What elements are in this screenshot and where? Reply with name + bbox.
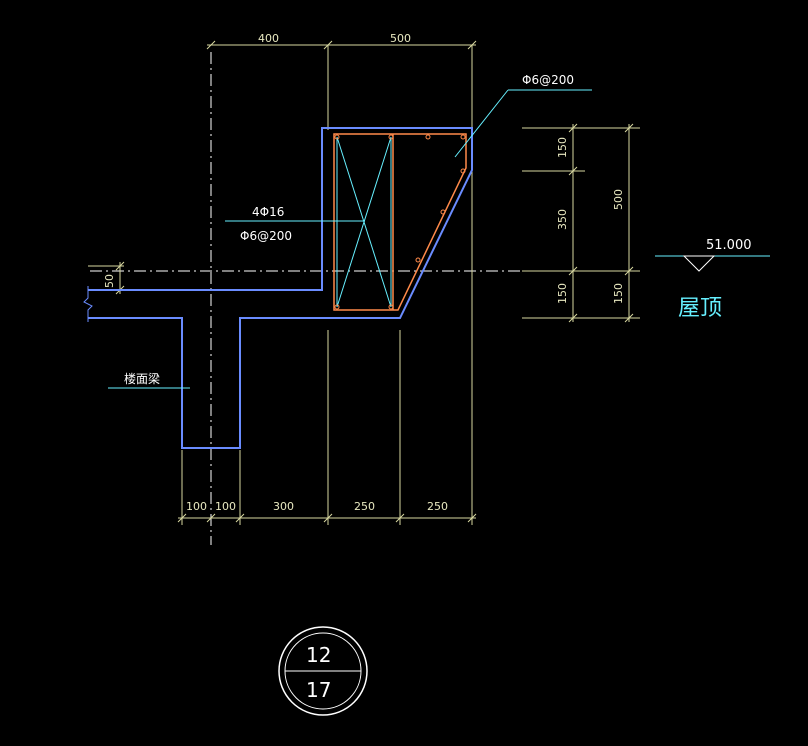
right-dimension [568,123,634,323]
bottom-dimension [177,513,477,523]
break-symbol [83,286,93,322]
detail-number: 12 [306,643,331,667]
leaders [108,89,770,389]
slab-dim-50: 50 [103,274,116,288]
roof-label: 屋顶 [678,296,722,321]
right-dim-500: 500 [612,189,625,210]
bottom-dim-3: 300 [273,500,294,513]
right-dim-350: 350 [556,209,569,230]
top-stirrup-label: Φ6@200 [522,73,574,87]
elevation-triangle [682,255,716,272]
top-dim-400: 400 [258,32,279,45]
right-dim-150-outer: 150 [612,283,625,304]
top-dimension [206,40,477,50]
stirrup-label: Φ6@200 [240,229,292,243]
bottom-dim-2: 100 [215,500,236,513]
rebar-outline [333,133,467,311]
stirrup-lines [336,136,392,308]
bottom-dim-5: 250 [427,500,448,513]
detail-bubble-outer [278,626,368,716]
bottom-dim-4: 250 [354,500,375,513]
main-bars-label: 4Φ16 [252,205,284,219]
top-dim-500: 500 [390,32,411,45]
rebar-bars [334,134,466,310]
beam-label: 楼面梁 [124,371,160,386]
elevation-value: 51.000 [706,238,752,253]
bottom-dim-1: 100 [186,500,207,513]
concrete-section-outline [88,127,473,449]
right-dim-150-top: 150 [556,137,569,158]
right-dim-150-bottom: 150 [556,283,569,304]
sheet-number: 17 [306,678,331,702]
